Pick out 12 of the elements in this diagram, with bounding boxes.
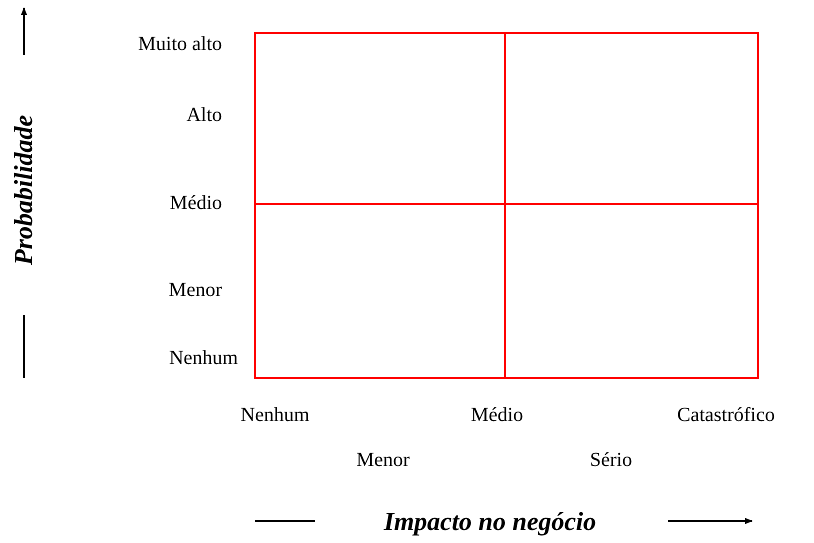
probability-level-label: Menor	[168, 280, 222, 300]
axis-title: Probabilidade	[11, 114, 37, 266]
impact-level-label: Sério	[590, 450, 632, 470]
axis-title: Impacto no negócio	[384, 509, 596, 535]
probability-level-label: Muito alto	[138, 34, 222, 54]
impact-level-label: Menor	[356, 450, 410, 470]
probability-level-label: Médio	[170, 193, 222, 213]
probability-level-label: Nenhum	[169, 348, 238, 368]
impact-level-label: Catastrófico	[677, 405, 775, 425]
impact-level-label: Médio	[470, 405, 524, 425]
impact-level-label: Nenhum	[240, 405, 310, 425]
probability-level-label: Alto	[186, 105, 222, 125]
